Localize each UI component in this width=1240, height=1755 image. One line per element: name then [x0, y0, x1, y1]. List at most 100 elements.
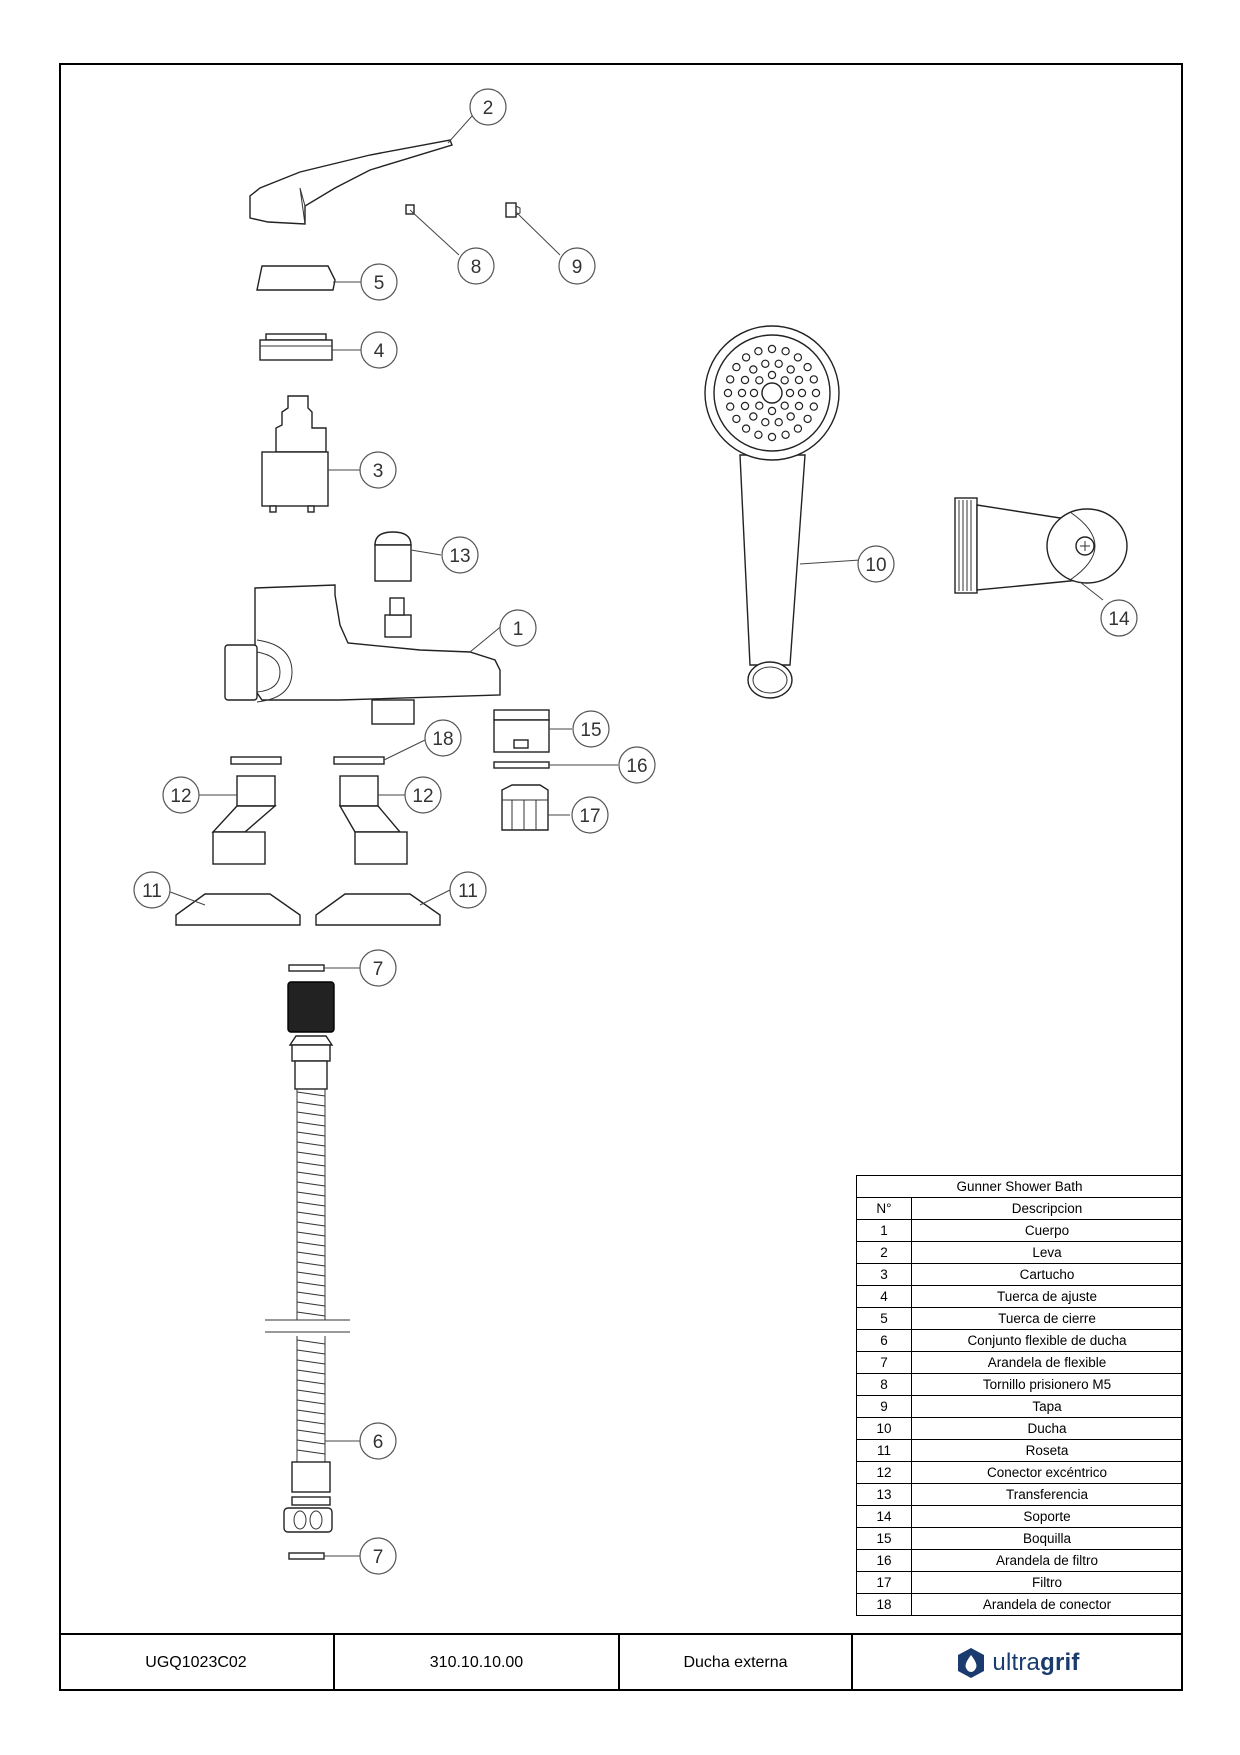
part-hose-washer-bottom	[288, 1552, 325, 1560]
part-rosette-left	[175, 893, 301, 926]
row-description: Transferencia	[911, 1483, 1183, 1506]
spray-hole	[767, 344, 777, 354]
spray-hole	[732, 362, 741, 372]
callout-number: 15	[580, 720, 601, 741]
table-header-row: N° Descripcion	[856, 1197, 1183, 1220]
row-number: 12	[856, 1461, 912, 1484]
spray-hole	[749, 365, 758, 374]
part-cap	[505, 202, 521, 218]
row-number: 17	[856, 1571, 912, 1594]
spray-hole	[755, 376, 764, 385]
spray-hole	[761, 359, 770, 368]
callout-circle	[457, 247, 495, 285]
part-filter-washer	[493, 761, 550, 769]
row-number: 7	[856, 1351, 912, 1374]
callout-bubble: 15	[572, 710, 610, 748]
row-description: Cuerpo	[911, 1219, 1183, 1242]
callout-bubble: 11	[133, 871, 171, 909]
row-description: Soporte	[911, 1505, 1183, 1528]
spray-hole	[749, 412, 758, 421]
spray-hole	[785, 388, 795, 398]
reference-number: 310.10.10.00	[335, 1635, 620, 1691]
row-number: 11	[856, 1439, 912, 1462]
spray-hole	[726, 402, 735, 411]
callout-bubble: 10	[857, 545, 895, 583]
spray-hole	[737, 388, 747, 398]
part-hand-shower	[704, 325, 840, 699]
callout-bubble: 7	[359, 1537, 397, 1575]
row-description: Filtro	[911, 1571, 1183, 1594]
part-connector-washer-right	[333, 756, 385, 765]
callout-number: 11	[458, 881, 478, 902]
row-number: 5	[856, 1307, 912, 1330]
callout-bubble: 5	[360, 263, 398, 301]
callout-circle	[572, 710, 610, 748]
callout-bubble: 4	[360, 331, 398, 369]
part-lever	[249, 139, 453, 225]
spray-hole	[755, 401, 764, 410]
part-transfer	[374, 531, 412, 582]
callout-bubble: 17	[571, 796, 609, 834]
callout-number: 7	[373, 1547, 384, 1568]
callout-bubble: 12	[404, 776, 442, 814]
spray-hole	[732, 414, 741, 424]
logo-wordmark: ultragrif	[992, 1649, 1079, 1677]
row-description: Tapa	[911, 1395, 1183, 1418]
part-nozzle	[493, 709, 550, 753]
leader-lines	[164, 106, 1104, 1557]
callout-circle	[360, 331, 398, 369]
callout-number: 11	[142, 881, 162, 902]
spray-hole	[780, 376, 789, 385]
spray-hole	[781, 347, 790, 356]
part-bracket	[954, 497, 1128, 594]
callout-number: 16	[626, 756, 647, 777]
spray-hole	[811, 388, 821, 398]
drawing-sheet-border	[59, 63, 1183, 1691]
drawing-code: UGQ1023C02	[59, 1635, 335, 1691]
row-description: Arandela de conector	[911, 1593, 1183, 1616]
callout-number: 5	[374, 273, 385, 294]
part-eccentric-connector-right	[338, 775, 408, 865]
row-description: Ducha	[911, 1417, 1183, 1440]
spray-hole	[754, 347, 763, 356]
part-connector-washer-left	[230, 756, 282, 765]
callout-bubble: 7	[359, 949, 397, 987]
spray-hole	[741, 424, 751, 433]
row-number: 18	[856, 1593, 912, 1616]
callout-circle	[162, 776, 200, 814]
logo-suffix: grif	[1040, 1649, 1080, 1676]
drawing-description: Ducha externa	[620, 1635, 853, 1691]
callout-circle	[359, 451, 397, 489]
row-description: Arandela de filtro	[911, 1549, 1183, 1572]
spray-hole	[781, 430, 790, 439]
callout-number: 12	[412, 786, 433, 807]
row-number: 8	[856, 1373, 912, 1396]
callout-bubble: 1	[499, 609, 537, 647]
callout-number: 1	[513, 619, 524, 640]
part-filter	[501, 784, 549, 831]
part-hose-assembly	[265, 981, 350, 1533]
callout-circle	[571, 796, 609, 834]
callout-number: 9	[572, 257, 583, 278]
callout-number: 17	[579, 806, 600, 827]
spray-hole	[749, 388, 759, 398]
spray-hole	[767, 406, 777, 416]
part-body	[224, 584, 501, 725]
spray-hole	[794, 375, 804, 385]
part-hose-washer-top	[288, 964, 325, 972]
spray-hole	[774, 359, 783, 368]
callout-circle	[441, 536, 479, 574]
callout-circle	[499, 609, 537, 647]
row-number: 15	[856, 1527, 912, 1550]
spray-hole	[803, 362, 812, 372]
callout-circle	[133, 871, 171, 909]
callout-number: 7	[373, 959, 384, 980]
spray-hole	[740, 375, 750, 385]
